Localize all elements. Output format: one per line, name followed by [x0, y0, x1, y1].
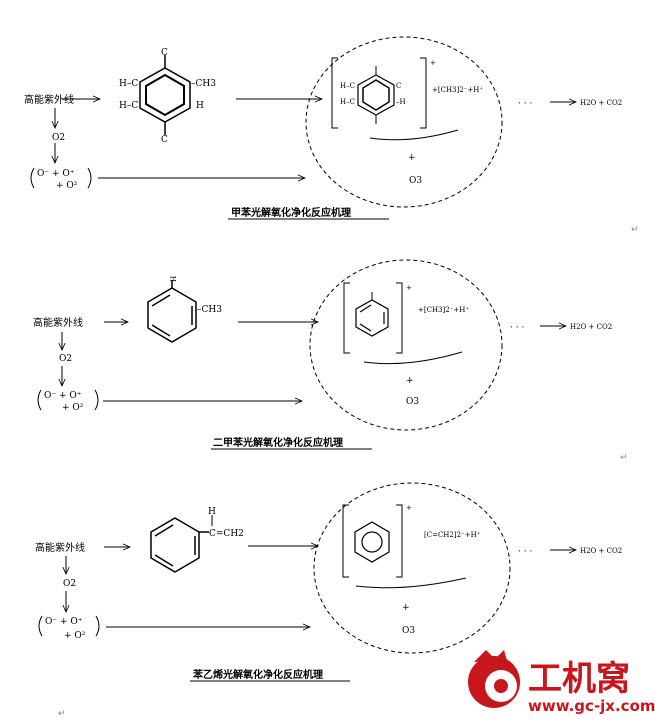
plus-label: +: [408, 153, 416, 163]
ch3-right-label: –CH3: [197, 305, 222, 315]
radical-line-2: + O²: [64, 631, 86, 641]
c-bottom-label: C: [161, 135, 168, 145]
uv-label: 高能紫外线: [33, 316, 83, 329]
products-label: H2O + CO2: [570, 323, 612, 331]
o2-label: O2: [63, 579, 76, 589]
radical-c-right-label: C: [396, 82, 401, 90]
radical-bracket-square-left: [331, 57, 338, 129]
radical-bracket-right: [94, 389, 99, 411]
vinyl-h-label: H: [208, 507, 216, 517]
radical-h-lower-label: H–C: [340, 98, 355, 106]
plus-label: +: [402, 603, 410, 613]
radical-h-upper-label: H–C: [340, 82, 355, 90]
reaction-circle: [309, 259, 503, 431]
h-right-label: H: [196, 101, 204, 111]
mechanism-caption: 甲苯光解氧化净化反应机理: [231, 206, 351, 219]
mechanism-section-2: 高能紫外线 O2 O⁻ + O⁺ + O² H –CH3 +: [33, 259, 628, 463]
continuation-dots: · · ·: [510, 323, 524, 333]
return-mark: ↵: [631, 225, 639, 235]
radical-line-1: O⁻ + O⁺: [37, 169, 75, 179]
radical-ring-structure: [355, 292, 389, 337]
h-left-upper-label: H–C: [119, 79, 138, 89]
radical-bracket-square-right: [396, 504, 403, 578]
radical-bracket-square-right: [420, 57, 427, 129]
radical-charge-plus: +: [406, 504, 412, 512]
mechanism-caption: 苯乙烯光解氧化净化反应机理: [192, 668, 323, 681]
products-label: H2O + CO2: [580, 547, 622, 555]
radical-bracket-square-right: [396, 282, 403, 354]
brand-logo: 工机窝 www.gc-jx.com: [468, 650, 655, 715]
o3-label: O3: [406, 397, 419, 407]
mechanism-caption: 二甲苯光解氧化净化反应机理: [213, 436, 343, 449]
h-left-lower-label: H–C: [119, 101, 138, 111]
uv-label: 高能紫外线: [35, 541, 85, 554]
reaction-circle: [313, 482, 511, 654]
radical-ring-structure: [354, 521, 390, 563]
return-mark: ↵: [620, 453, 628, 463]
fragment-label: [C=CH2]2⁻+H⁺: [424, 531, 481, 539]
o2-label: O2: [59, 354, 72, 364]
fragment-arc: [363, 351, 463, 365]
radical-bracket-left: [30, 167, 35, 189]
fragment-label: +[CH3]2⁻+H⁺: [418, 306, 469, 314]
plus-label: +: [406, 376, 414, 386]
fragment-arc: [355, 577, 467, 589]
radical-h-right-label: –H: [396, 98, 406, 106]
o2-label: O2: [52, 133, 65, 143]
radical-line-2: + O²: [62, 403, 84, 413]
fragment-label: +[CH3]2⁻+H⁺: [432, 86, 483, 94]
vinyl-chain-label: C=CH2: [209, 529, 244, 539]
products-label: H2O + CO2: [580, 99, 622, 107]
radical-line-2: + O²: [56, 181, 78, 191]
radical-ring-structure: [357, 66, 395, 124]
c-top-label: C: [161, 48, 168, 58]
radical-bracket-square-left: [342, 504, 349, 578]
reaction-circle: [305, 36, 503, 208]
uv-label: 高能紫外线: [24, 93, 74, 106]
radical-bracket-left: [38, 615, 43, 637]
ch3-top-label: H: [170, 276, 178, 282]
radical-charge-plus: +: [430, 59, 436, 67]
mechanism-section-1: 高能紫外线 O2 O⁻ + O⁺ + O² C C H–C H–C –CH3 H…: [24, 36, 639, 235]
continuation-dots: · · ·: [518, 547, 532, 557]
fragment-arc: [369, 129, 459, 141]
radical-line-1: O⁻ + O⁺: [44, 391, 82, 401]
molecule-styrene-structure: [150, 515, 213, 573]
mechanism-section-3: 高能紫外线 O2 O⁻ + O⁺ + O² H C=CH2 + [C=CH2]2…: [35, 482, 622, 719]
radical-charge-plus: +: [406, 284, 412, 292]
return-mark: ↵: [58, 709, 66, 719]
o3-label: O3: [409, 176, 422, 186]
logo-emblem-icon: [468, 650, 520, 708]
o3-label: O3: [402, 626, 415, 636]
logo-url-text: www.gc-jx.com: [528, 697, 655, 715]
molecule-toluene-structure: [147, 280, 197, 343]
continuation-dots: · · ·: [518, 99, 532, 109]
radical-bracket-right: [87, 167, 92, 189]
radical-line-1: O⁻ + O⁺: [45, 617, 83, 627]
ch3-right-label: –CH3: [191, 79, 216, 89]
radical-bracket-square-left: [343, 282, 350, 354]
logo-brand-text: 工机窝: [528, 659, 630, 699]
radical-bracket-right: [95, 615, 100, 637]
radical-bracket-left: [37, 389, 42, 411]
molecule-xylene-structure: [139, 55, 191, 135]
